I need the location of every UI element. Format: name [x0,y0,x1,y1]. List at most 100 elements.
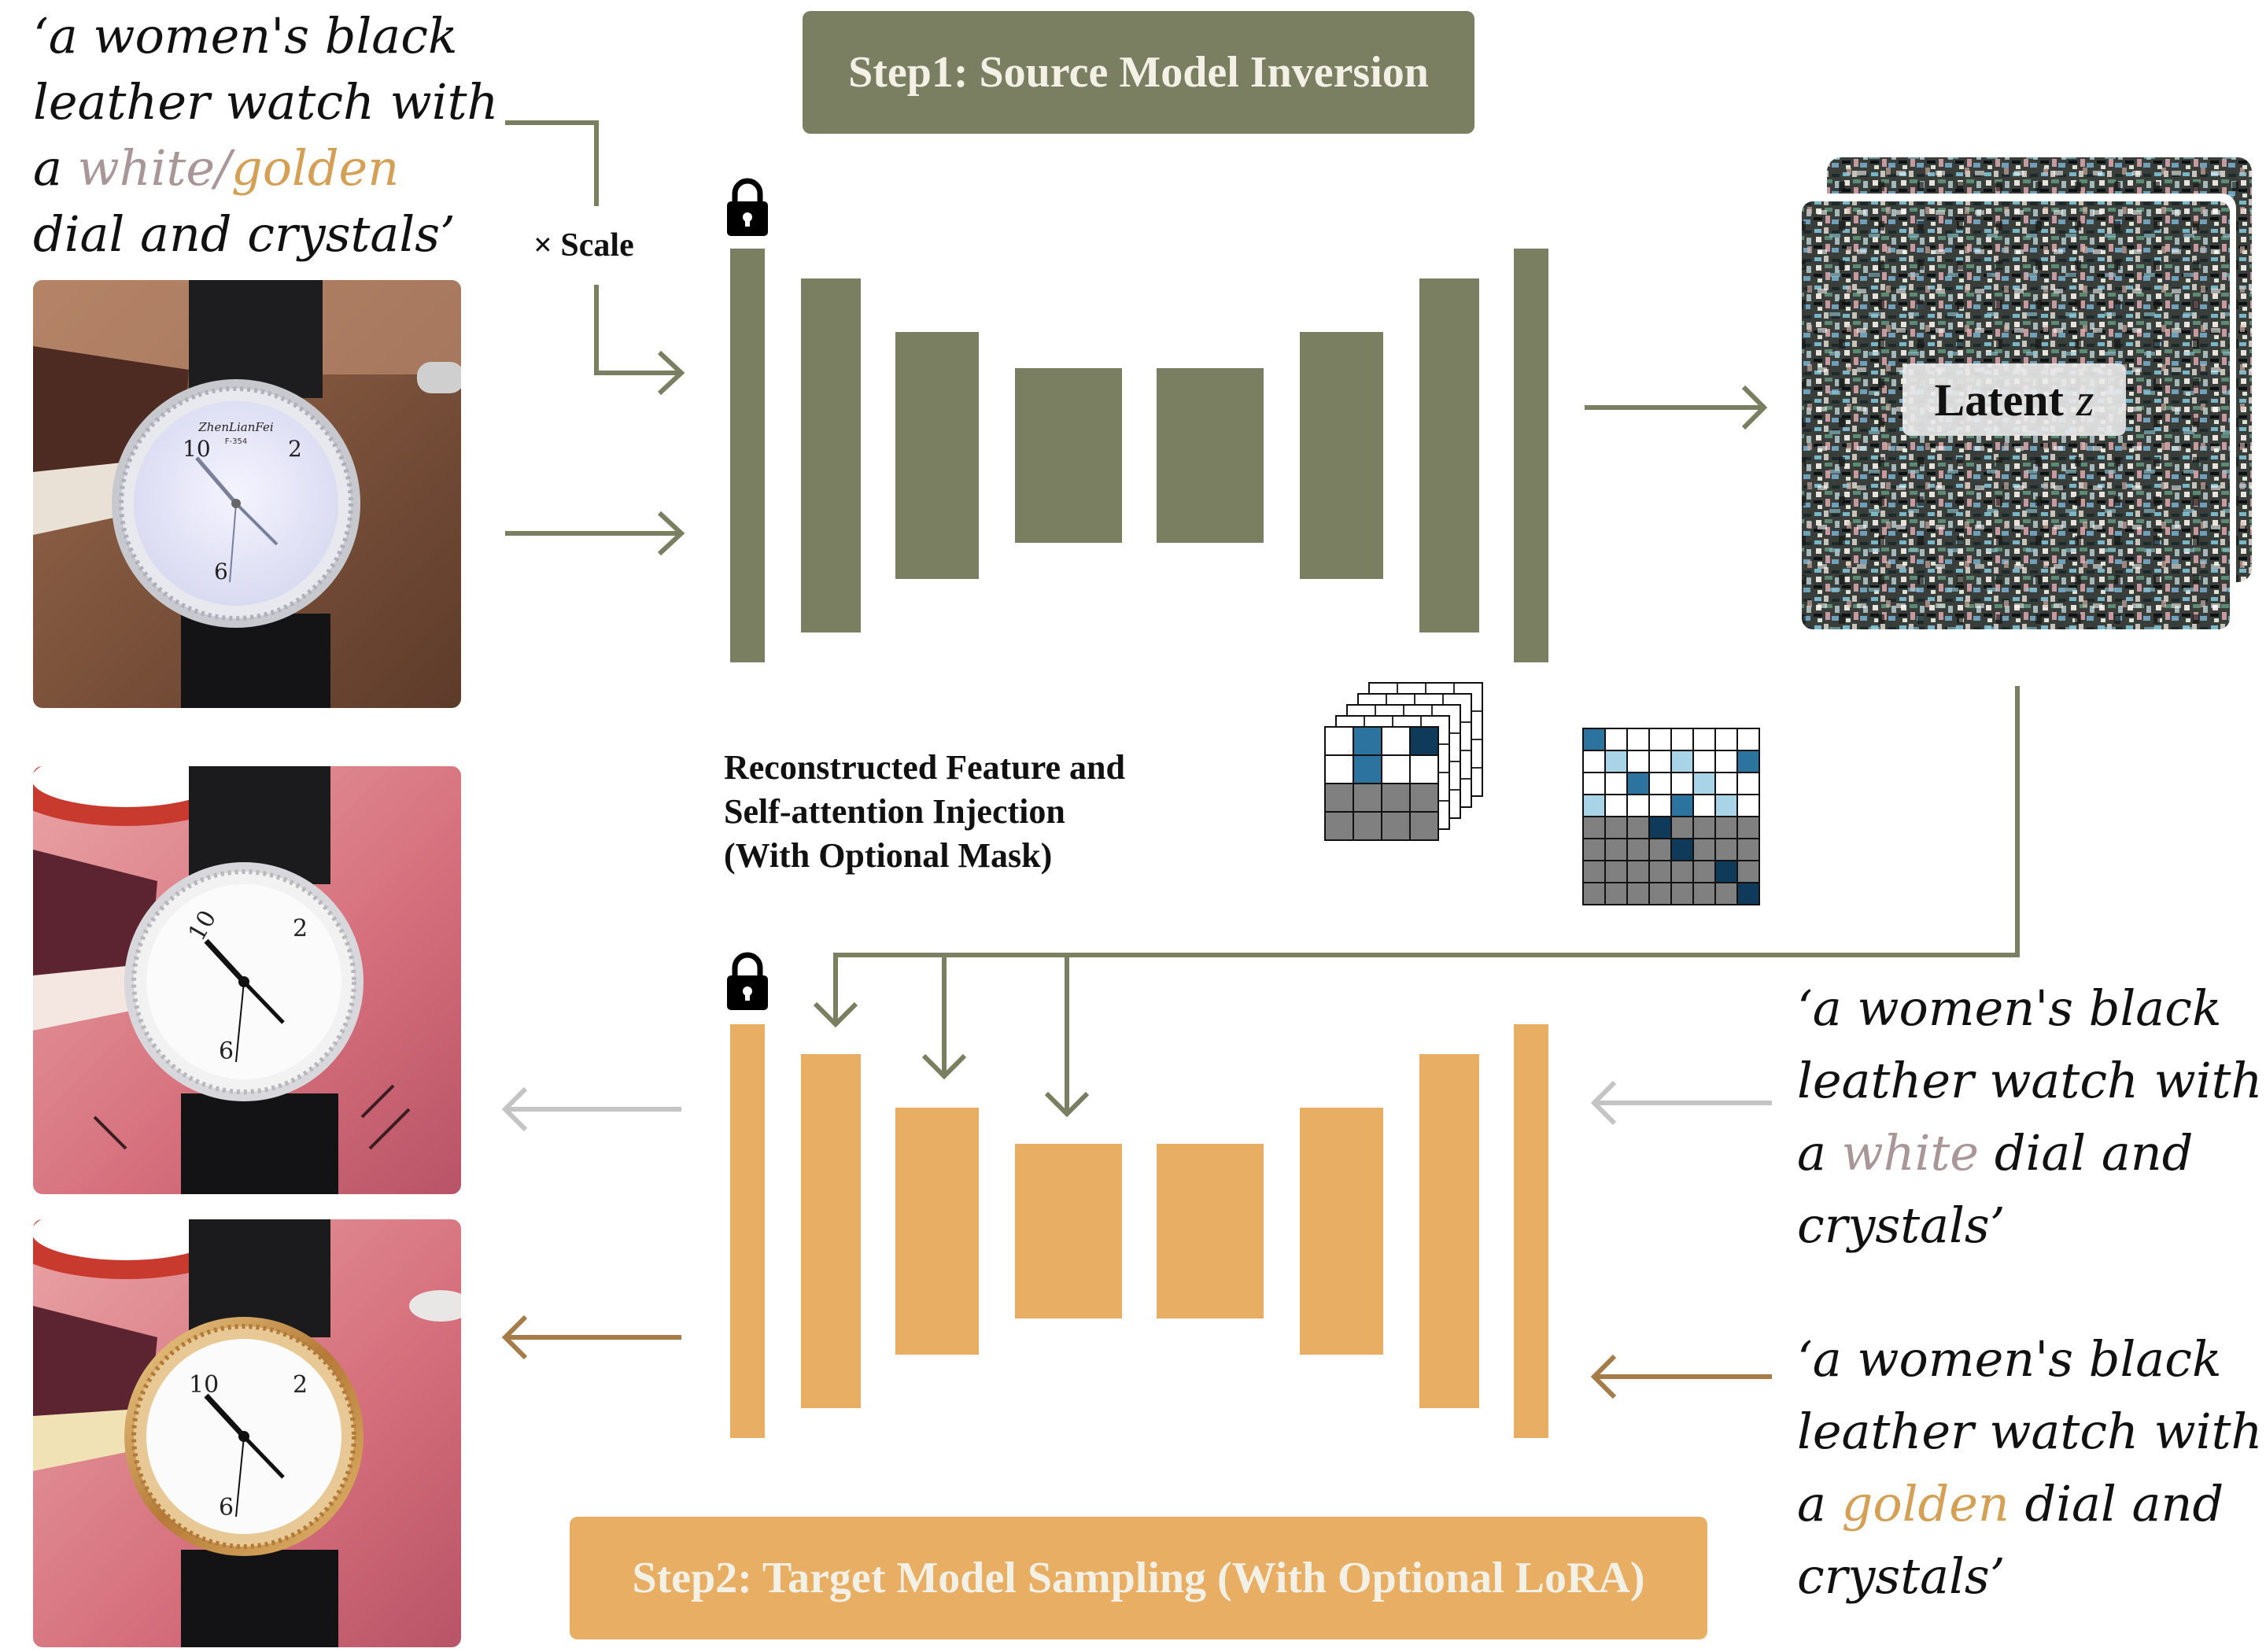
attention-cell [1670,882,1694,905]
attention-cell [1736,860,1760,883]
step2-title: Step2: Target Model Sampling (With Optio… [570,1517,1707,1639]
target-unet-layer-8 [1514,1024,1548,1438]
attention-cell [1714,838,1738,861]
attention-cell [1714,772,1738,795]
source-prompt-line1: ‘a women's black [33,7,458,65]
injection-label: Reconstructed Feature and Self-attention… [724,746,1125,878]
lock-icon [727,952,768,1010]
attention-cell [1648,860,1672,883]
feature-map-stack [1324,682,1483,841]
attention-cell [1604,882,1628,905]
source-unet-layer-4 [1015,368,1122,543]
source-unet [730,249,1548,662]
target-unet-layer-3 [895,1108,979,1355]
attention-cell [1736,772,1760,795]
source-unet-layer-7 [1419,278,1479,632]
source-unet-layer-6 [1300,332,1383,579]
source-unet-layer-1 [730,249,765,662]
arrowhead [657,511,685,556]
source-dial-number-10: 10 [183,436,211,462]
feature-map-cell [1409,754,1439,784]
arrowhead [1590,1354,1617,1399]
source-prompt-line2: leather watch with [33,73,499,131]
target-white-line2: leather watch with [1797,1052,2263,1109]
target-unet-layer-6 [1300,1108,1383,1355]
attention-cell [1670,728,1694,751]
attention-cell [1582,750,1606,773]
target-white-line3: a white dial and [1797,1117,2262,1189]
target-gold-line4: crystals’ [1797,1547,2006,1605]
attention-cell [1582,728,1606,751]
source-prompt-golden-word: golden [231,139,400,197]
target-watch-golden-image: 10 2 6 [33,1219,461,1647]
target-white-line4: crystals’ [1797,1197,2006,1254]
target-prompt-gold: ‘a women's black leather watch with a go… [1797,1323,2262,1613]
source-watch-image: 10 2 6 ZhenLianFei F-354 [33,280,461,708]
source-dial-number-6: 6 [214,559,228,584]
source-dial-number-2: 2 [288,436,302,462]
target-unet-layer-5 [1157,1144,1264,1318]
source-dial-brand: ZhenLianFei [197,420,273,434]
source-unet-layer-5 [1157,368,1264,543]
golden-variant-arrows [501,1315,1772,1399]
source-prompt-white-word: white/ [77,139,231,197]
target-white-line3-pre: a [1797,1124,1842,1182]
attention-cell [1582,816,1606,839]
attention-cell [1626,772,1650,795]
attention-cell [1692,838,1716,861]
attention-cell [1692,728,1716,751]
injection-label-line1: Reconstructed Feature and [724,748,1125,787]
latent-label-text: Latent [1934,374,2064,426]
attention-cell [1648,728,1672,751]
target-prompt-white: ‘a women's black leather watch with a wh… [1797,972,2262,1262]
attention-cell [1582,838,1606,861]
attention-cell [1604,860,1628,883]
feature-map-cell [1324,754,1354,784]
attention-cell [1648,750,1672,773]
arrowhead [813,1001,858,1028]
target-unet-layer-7 [1419,1054,1479,1408]
attention-cell [1692,750,1716,773]
attention-cell [1714,750,1738,773]
attention-cell [1736,728,1760,751]
attention-cell [1582,860,1606,883]
target-unet-layer-1 [730,1024,765,1438]
target-gold-dial-number-10: 10 [189,1371,219,1399]
source-prompt: ‘a women's black leather watch with a wh… [33,3,498,267]
arrow-latent-to-target [833,686,2020,1023]
white-variant-arrows [501,1080,1772,1132]
attention-map-grid [1582,728,1760,905]
target-unet [730,1024,1548,1438]
attention-cell [1692,794,1716,817]
injection-label-line3: (With Optional Mask) [724,836,1053,875]
attention-cell [1648,816,1672,839]
attention-cell [1736,794,1760,817]
feature-map-cell [1381,726,1411,756]
arrowhead [1044,1091,1090,1118]
latent-label-symbol: z [2076,374,2094,426]
attention-cell [1626,816,1650,839]
step1-title: Step1: Source Model Inversion [803,11,1474,134]
injection-label-line2: Self-attention Injection [724,792,1065,831]
attention-cell [1648,772,1672,795]
latent-z-label: Latent z [1902,363,2126,436]
feature-map-cell [1353,783,1382,813]
feature-map-cell [1353,754,1382,784]
feature-map-cell [1353,811,1382,841]
feature-map-cell [1381,754,1411,784]
attention-cell [1670,860,1694,883]
target-gold-line2: leather watch with [1797,1403,2263,1460]
attention-cell [1736,750,1760,773]
attention-cell [1670,816,1694,839]
arrow-scale-to-unet [594,285,678,375]
feature-map-cell [1324,726,1354,756]
attention-cell [1626,882,1650,905]
target-white-line1: ‘a women's black [1797,979,2222,1037]
arrowhead [1741,385,1768,430]
feature-map-cell [1409,783,1439,813]
feature-map-cell [1381,811,1411,841]
target-gold-line1: ‘a women's black [1797,1330,2222,1388]
attention-cell [1670,838,1694,861]
feature-map-cell [1381,783,1411,813]
attention-cell [1604,794,1628,817]
